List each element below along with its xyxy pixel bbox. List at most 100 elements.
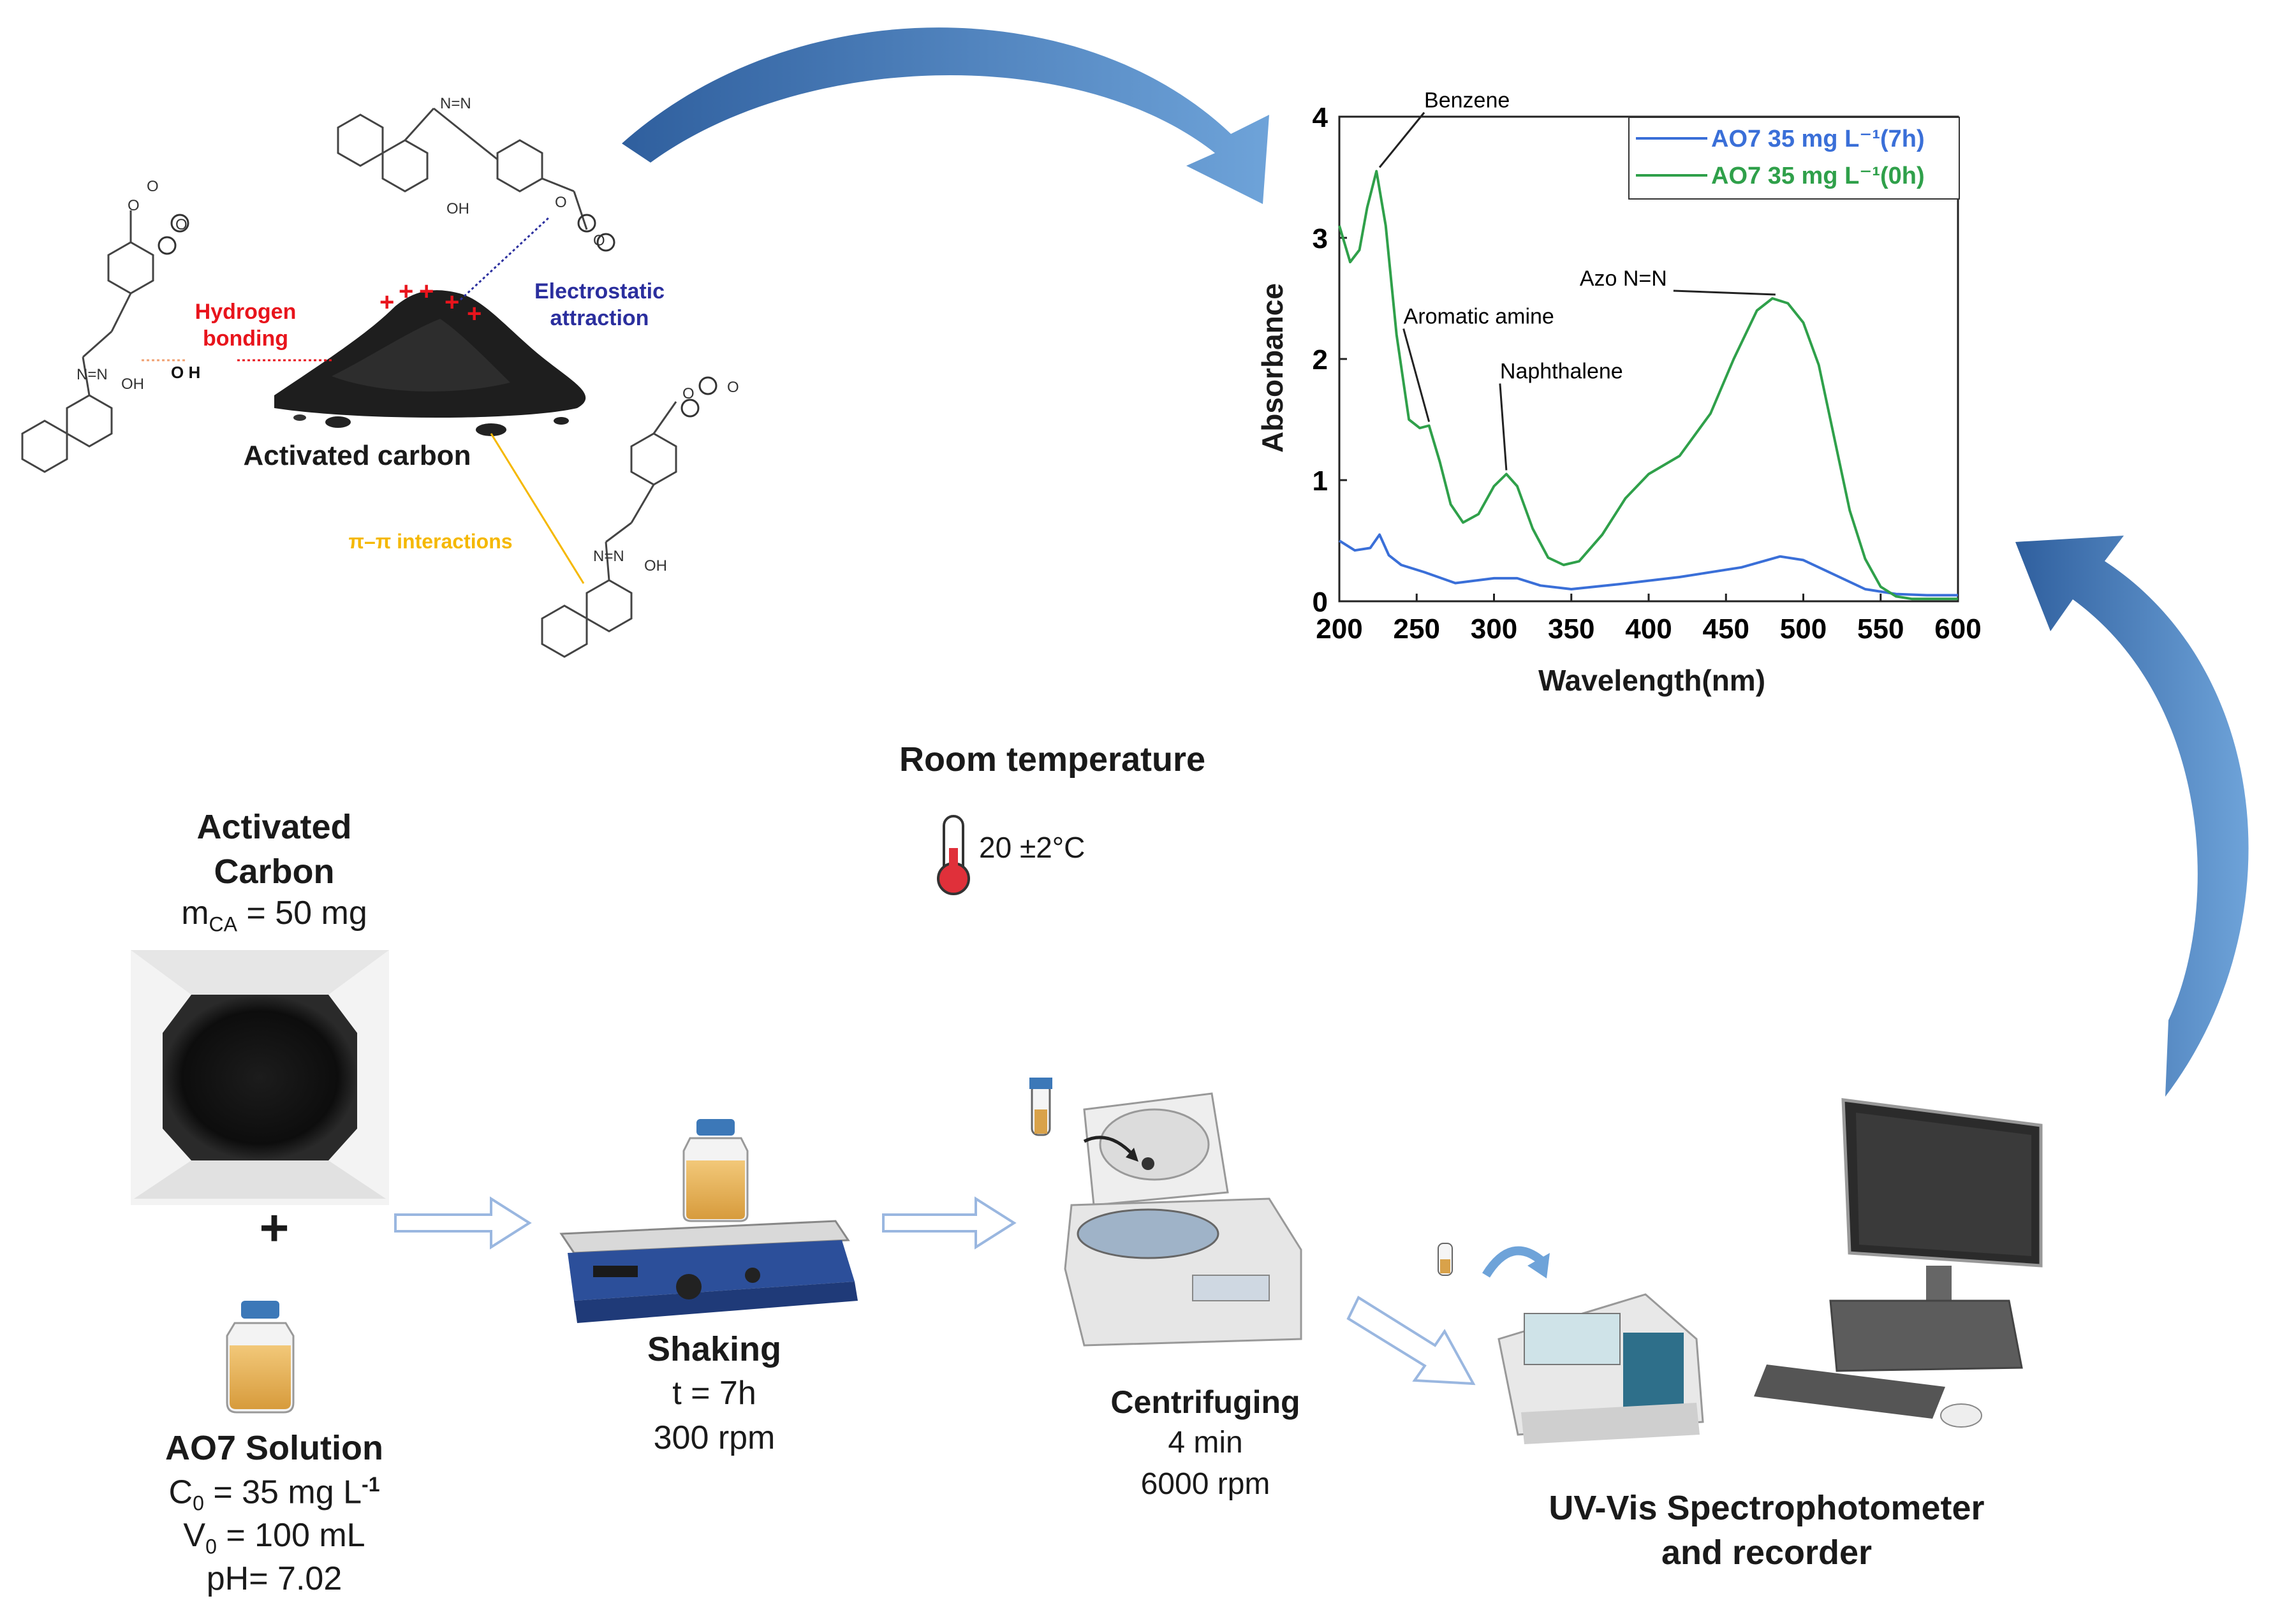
c0-symbol: C (168, 1474, 193, 1511)
uv-vis-title-line1: UV-Vis Spectrophotometer (1549, 1489, 1985, 1527)
shaking-speed: 300 rpm (653, 1419, 776, 1456)
y-tick-label: 1 (1313, 465, 1328, 497)
ao7-ph: pH= 7.02 (206, 1560, 342, 1597)
svg-text:+: + (467, 300, 482, 328)
mass-symbol: m (181, 895, 209, 932)
svg-text:OH: OH (121, 376, 144, 393)
svg-text:OH: OH (446, 200, 469, 217)
svg-text:+: + (399, 277, 413, 305)
v0-subscript: 0 (205, 1535, 217, 1558)
charge-icons-bottom (681, 376, 718, 418)
y-tick-label: 4 (1313, 102, 1328, 133)
ao7-bottle-icon (226, 1301, 295, 1414)
activated-carbon-title-line1: Activated (196, 808, 352, 846)
x-tick-label: 500 (1780, 613, 1827, 645)
x-tick-label: 600 (1934, 613, 1981, 645)
x-tick-label: 350 (1548, 613, 1594, 645)
room-temperature-label: Room temperature (899, 740, 1206, 779)
carbon-dish-photo (131, 950, 389, 1205)
c0-value: = 35 mg L (203, 1474, 362, 1511)
svg-text:O: O (147, 178, 159, 195)
right-curved-arrow (2015, 536, 2249, 1097)
y-tick-label: 3 (1313, 223, 1328, 254)
annotation-label: Naphthalene (1500, 360, 1623, 384)
y-tick-label: 0 (1313, 587, 1328, 618)
svg-text:N=N: N=N (440, 95, 471, 112)
annotation-pointer (1673, 289, 1776, 296)
o-h-label: O H (171, 363, 201, 382)
svg-text:O: O (727, 379, 739, 396)
chart-lines (1338, 170, 1958, 601)
legend-label-7h: AO7 35 mg L⁻¹(7h) (1711, 126, 1925, 152)
x-tick-label: 300 (1471, 613, 1517, 645)
svg-text:+: + (379, 288, 394, 316)
uv-vis-title-line2: and recorder (1661, 1533, 1873, 1572)
annotation-label: Aromatic amine (1404, 305, 1554, 329)
x-tick-label: 450 (1703, 613, 1749, 645)
ao7-molecule-left (21, 210, 154, 473)
x-tick-label: 550 (1857, 613, 1904, 645)
thermometer-icon (937, 815, 970, 895)
ao7-solution-title: AO7 Solution (165, 1429, 383, 1467)
x-tick-label: 250 (1394, 613, 1440, 645)
electrostatic-attraction-label: Electrostatic attraction (534, 279, 665, 330)
svg-text:OH: OH (644, 557, 667, 574)
legend-swatch-7h (1636, 137, 1707, 140)
centrifuging-title: Centrifuging (1110, 1384, 1300, 1420)
chart-x-axis-title: Wavelength(nm) (1538, 664, 1766, 697)
annotation-label: Benzene (1424, 89, 1510, 113)
svg-text:N=N: N=N (593, 548, 624, 565)
uv-vis-spectrophotometer (1438, 1243, 1704, 1444)
x-tick-label: 400 (1625, 613, 1672, 645)
svg-text:+: + (419, 277, 434, 305)
legend-item-0h: AO7 35 mg L⁻¹(0h) (1630, 157, 1959, 193)
mass-value: = 50 mg (237, 895, 367, 932)
ao7-volume: V0 = 100 mL (147, 1516, 402, 1558)
process-arrow-2 (882, 1196, 1017, 1250)
charge-icons-left (158, 214, 189, 255)
series-line-0h (1338, 170, 1958, 601)
legend-item-7h: AO7 35 mg L⁻¹(7h) (1630, 121, 1959, 156)
mass-subscript: CA (209, 912, 237, 936)
charge-icons-top (577, 214, 615, 252)
pi-pi-interactions-label: π–π interactions (348, 530, 513, 553)
v0-symbol: V (183, 1517, 206, 1554)
c0-subscript: 0 (193, 1491, 204, 1515)
activated-carbon-mass: mCA = 50 mg (147, 894, 402, 936)
chart-y-axis-title: Absorbance (1256, 283, 1289, 453)
v0-value: = 100 mL (216, 1517, 365, 1554)
chart-legend: AO7 35 mg L⁻¹(7h) AO7 35 mg L⁻¹(0h) (1628, 117, 1960, 200)
computer-illustration (1754, 1098, 2043, 1428)
svg-text:O: O (593, 232, 605, 249)
c0-superscript: -1 (362, 1473, 380, 1496)
hydrogen-bonding-label: Hydrogen bonding (195, 300, 297, 351)
annotation-label: Azo N=N (1580, 267, 1667, 291)
annotation-pointer (1402, 328, 1431, 422)
plus-sign: + (259, 1199, 290, 1256)
activated-carbon-title-line2: Carbon (214, 852, 335, 891)
legend-label-0h: AO7 35 mg L⁻¹(0h) (1711, 163, 1925, 189)
shaking-title: Shaking (647, 1330, 782, 1368)
ao7-molecule-top (337, 107, 588, 230)
x-tick-label: 200 (1316, 613, 1362, 645)
activated-carbon-pile: +++ ++ (274, 277, 586, 436)
svg-text:+: + (445, 288, 459, 316)
pi-pi-line (490, 433, 585, 584)
svg-text:O: O (128, 197, 140, 214)
svg-text:N=N: N=N (77, 366, 108, 383)
series-line-7h (1338, 533, 1958, 597)
annotation-pointer (1499, 383, 1508, 471)
ao7-molecule-top-labels: N=NOH OO (440, 95, 605, 249)
ao7-molecule-left-labels: N=NOH OOO (77, 178, 188, 393)
centrifuging-speed: 6000 rpm (1140, 1467, 1270, 1501)
uv-vis-title: UV-Vis Spectrophotometer and recorder (1480, 1486, 2054, 1575)
activated-carbon-title: Activated Carbon (147, 805, 402, 894)
process-arrow-1 (394, 1196, 532, 1250)
annotation-pointer (1378, 112, 1425, 168)
process-arrow-3 (1346, 1296, 1476, 1386)
